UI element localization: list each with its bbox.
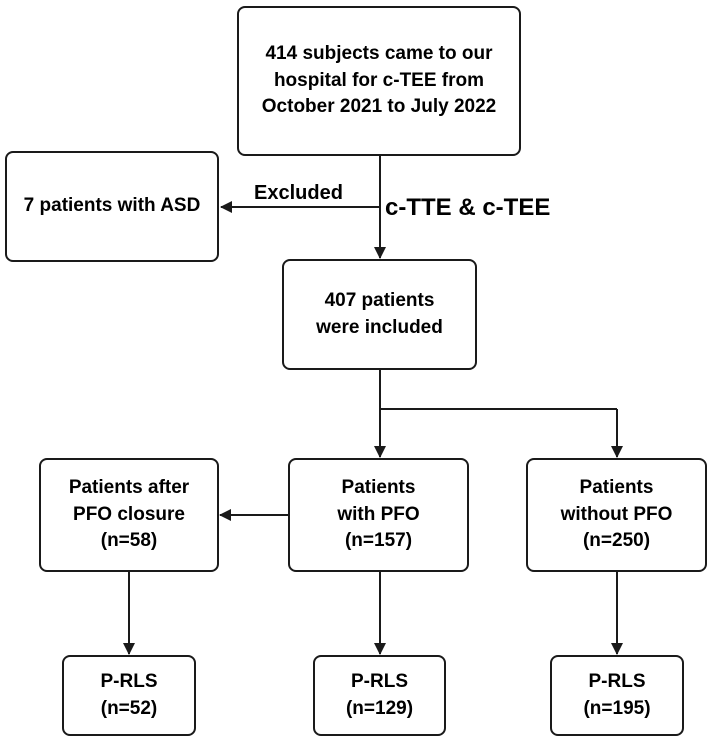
node-rls-closure-line-1: P-RLS xyxy=(100,670,158,692)
method-label: c-TTE & c-TEE xyxy=(385,194,551,221)
node-start-line-1: 414 subjects came to our xyxy=(265,42,493,64)
node-with-pfo-line-3: (n=157) xyxy=(344,530,413,552)
node-with-pfo-line-2: with PFO xyxy=(337,503,420,525)
excluded-label: Excluded xyxy=(254,182,343,204)
node-rls-pfo: P-RLS (n=129) xyxy=(313,655,446,736)
node-with-pfo: Patients with PFO (n=157) xyxy=(288,458,469,572)
node-without-pfo-line-1: Patients xyxy=(579,476,654,498)
node-start-line-3: October 2021 to July 2022 xyxy=(261,96,497,118)
node-asd-line-1: 7 patients with ASD xyxy=(23,195,201,217)
node-included-line-2: were included xyxy=(316,316,443,338)
node-included: 407 patients were included xyxy=(282,259,477,370)
node-after-closure-line-2: PFO closure xyxy=(73,503,185,525)
node-rls-pfo-line-2: (n=129) xyxy=(345,697,414,719)
node-after-closure-line-3: (n=58) xyxy=(100,530,158,552)
node-rls-no-pfo: P-RLS (n=195) xyxy=(550,655,684,736)
node-after-closure: Patients after PFO closure (n=58) xyxy=(39,458,219,572)
node-without-pfo-line-2: without PFO xyxy=(560,503,673,525)
node-rls-no-pfo-line-2: (n=195) xyxy=(583,697,651,719)
node-asd: 7 patients with ASD xyxy=(5,151,219,262)
node-without-pfo: Patients without PFO (n=250) xyxy=(526,458,707,572)
node-after-closure-line-1: Patients after xyxy=(68,476,190,498)
node-rls-pfo-line-1: P-RLS xyxy=(351,670,408,692)
node-with-pfo-line-1: Patients xyxy=(341,476,416,498)
node-included-line-1: 407 patients xyxy=(324,289,435,311)
node-rls-closure-line-2: (n=52) xyxy=(100,697,158,719)
node-start: 414 subjects came to our hospital for c-… xyxy=(237,6,521,156)
node-start-line-2: hospital for c-TEE from xyxy=(273,69,485,91)
node-rls-closure: P-RLS (n=52) xyxy=(62,655,196,736)
node-without-pfo-line-3: (n=250) xyxy=(582,530,651,552)
node-rls-no-pfo-line-1: P-RLS xyxy=(588,670,646,692)
